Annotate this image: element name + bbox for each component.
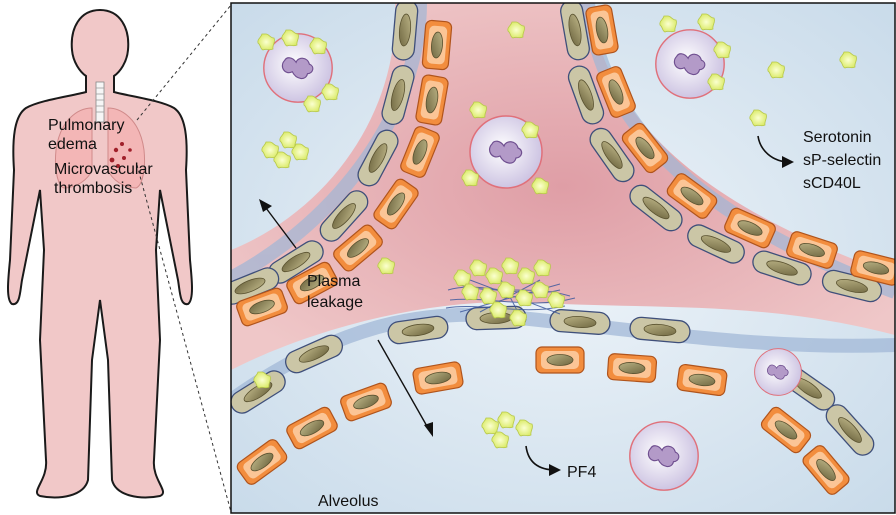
mediator-scd40l-label: sCD40L [803,175,861,192]
trachea-icon [95,81,105,123]
zoom-panel-border [230,2,896,514]
plasma-leakage-label-line1: Plasma [307,273,361,290]
pulmonary-edema-label-line1: Pulmonary [48,117,125,134]
plasma-leakage-label-line2: leakage [307,294,364,311]
mediator-release-arrowhead [782,156,794,168]
lungs-icon [55,107,145,189]
leukocyte-alveolar-bottom [629,421,699,491]
leukocyte-transmigrating [754,348,802,396]
alveolar-capillary-panel [231,3,895,513]
zoom-indicator-lines [136,4,232,513]
pulmonary-edema-label-line2: edema [48,136,97,153]
pf4-release-arrowhead [549,464,561,476]
thrombosis-label-line2: thrombosis [54,180,133,197]
human-body-silhouette [7,8,193,499]
plasma-leakage-arrow [259,199,433,437]
thrombosis-dots-icon [109,142,132,168]
pf4-label: PF4 [567,464,597,481]
mediator-sp-selectin-label: sP-selectin [803,152,882,169]
mediator-serotonin-label: Serotonin [803,129,872,146]
thrombosis-label-line1: Microvascular [54,161,153,178]
alveolus-label: Alveolus [318,493,379,510]
